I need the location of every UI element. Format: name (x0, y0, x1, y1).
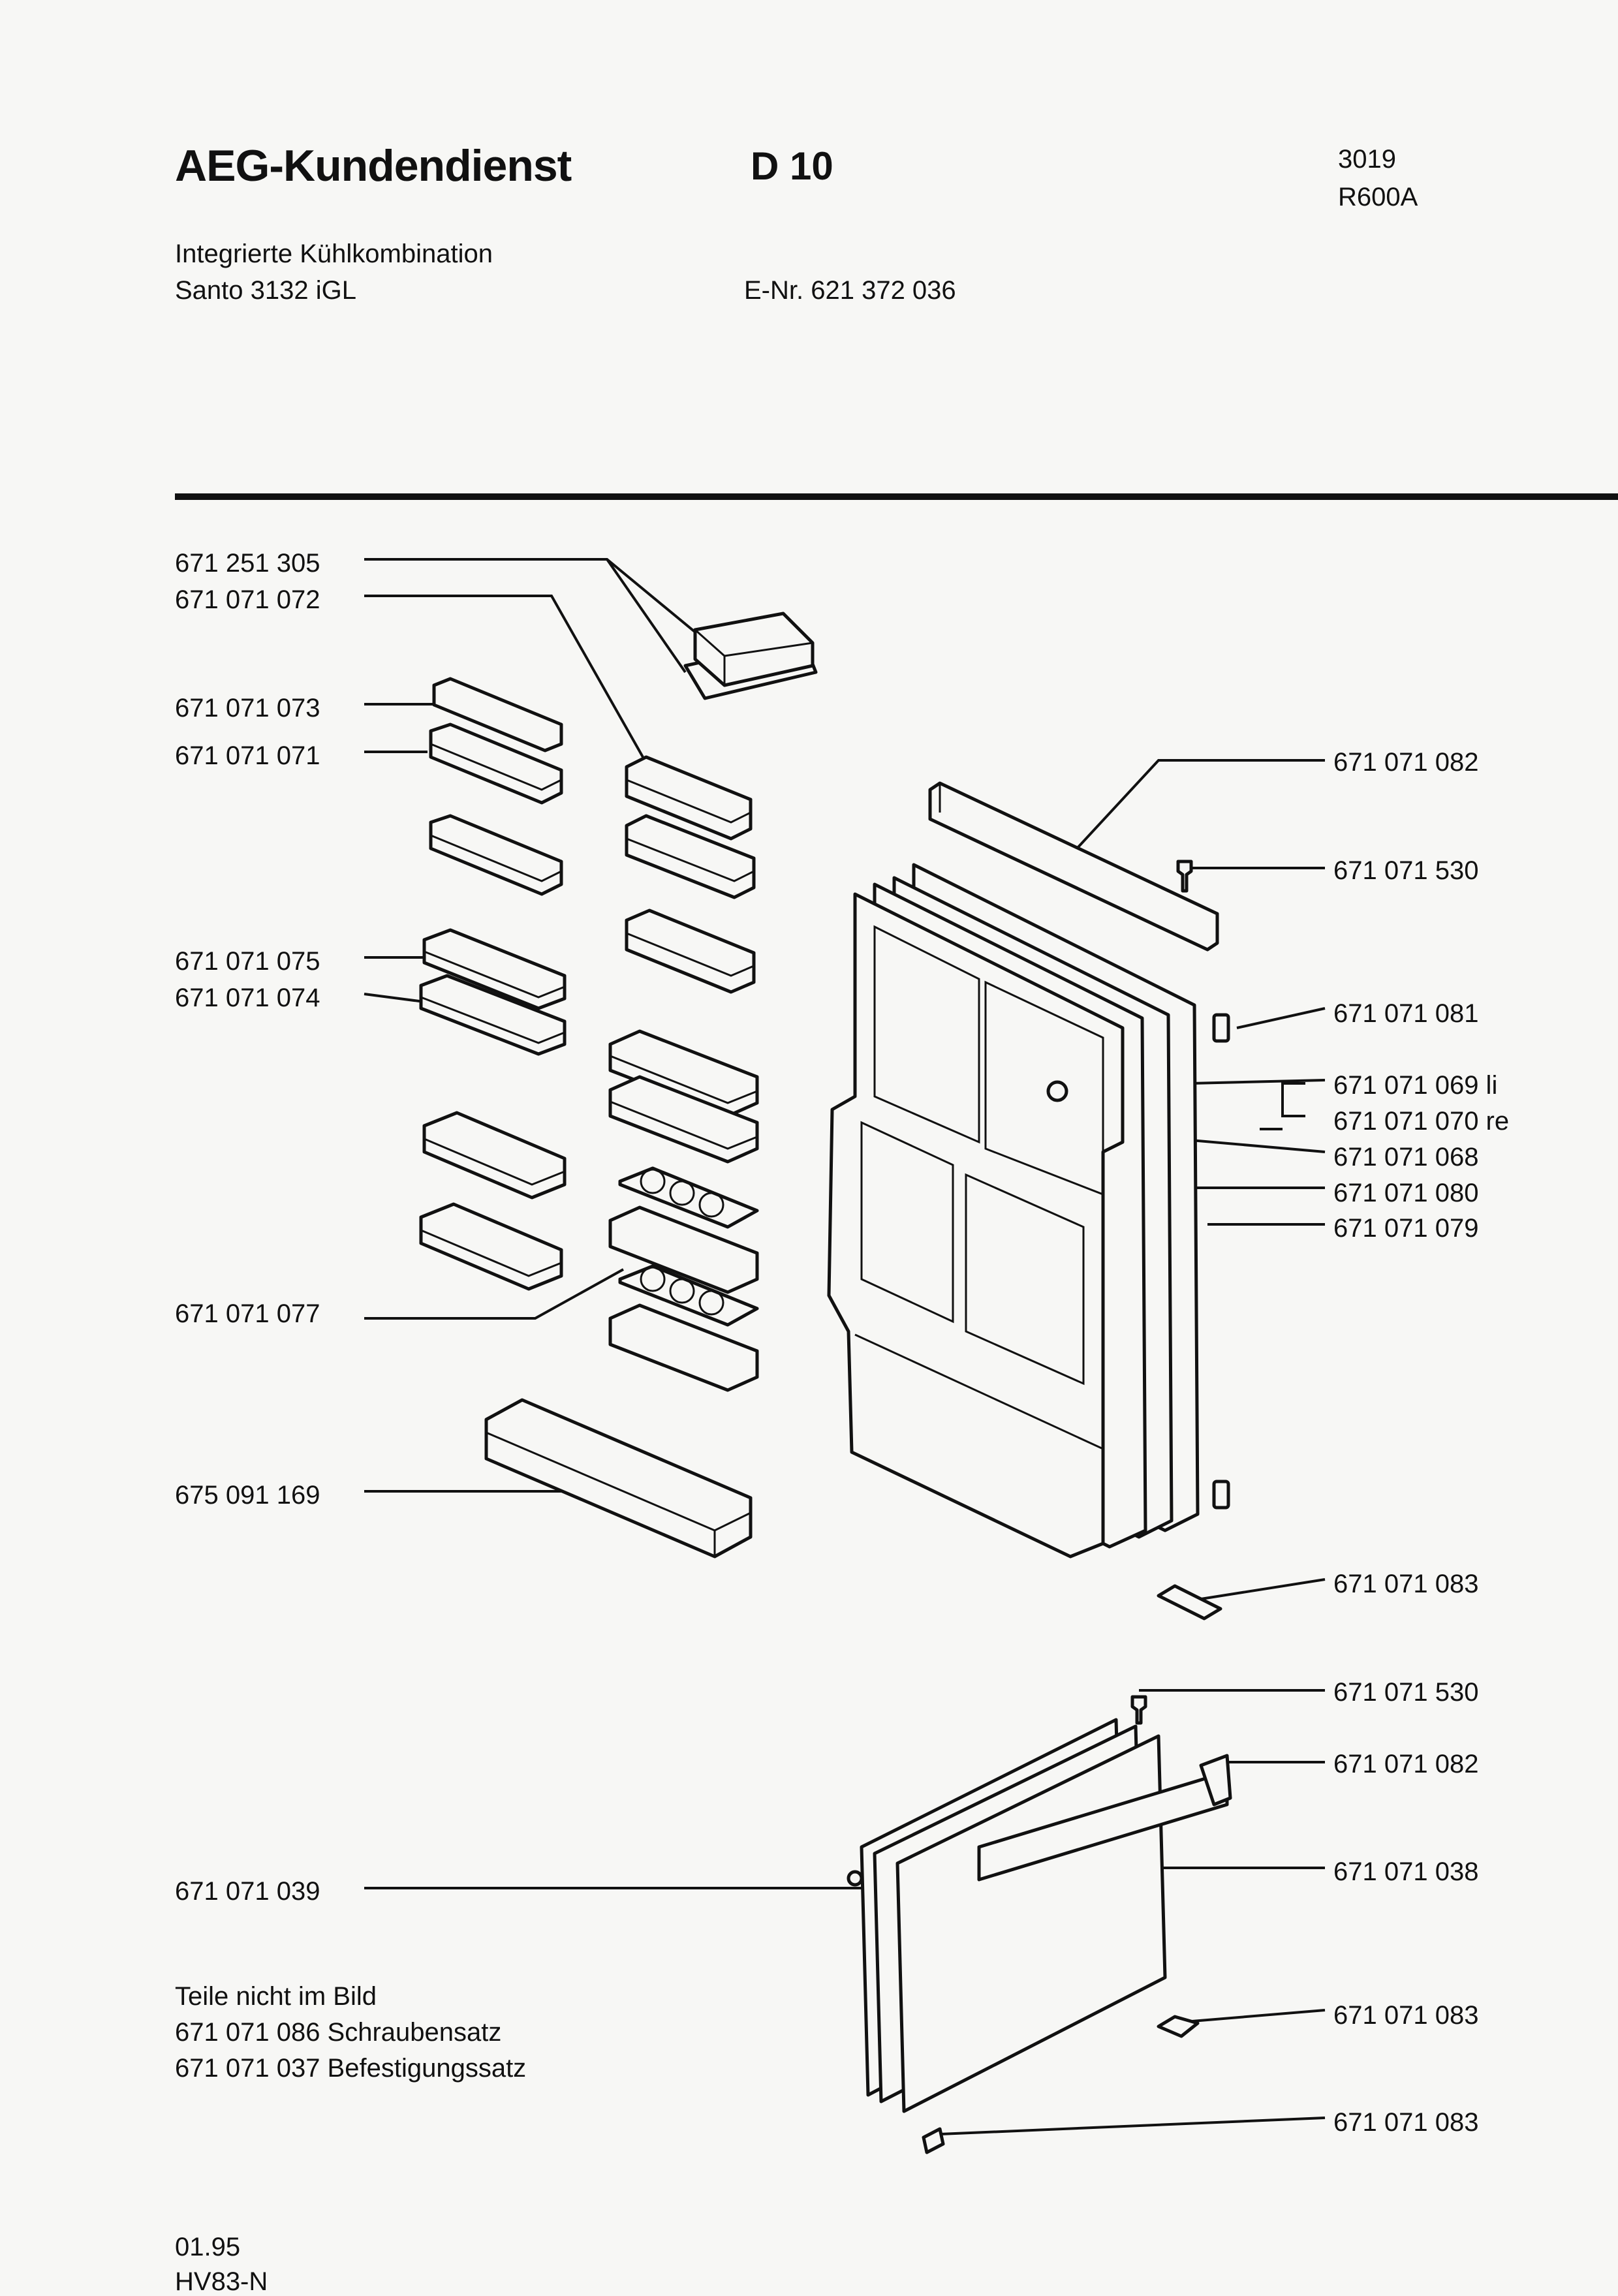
not-shown-item-1: 671 071 086 Schraubensatz (175, 2018, 502, 2047)
label-671-071-039: 671 071 039 (175, 1877, 320, 1906)
label-671-071-082-bottom: 671 071 082 (1333, 1750, 1479, 1778)
label-671-071-082-top: 671 071 082 (1333, 748, 1479, 777)
label-671-071-079: 671 071 079 (1333, 1214, 1479, 1243)
door-shelves-middle-column (608, 755, 759, 1164)
label-671-071-075: 671 071 075 (175, 947, 320, 976)
label-671-071-083-b: 671 071 083 (1333, 2001, 1479, 2030)
label-671-071-530-top: 671 071 530 (1333, 856, 1479, 885)
enr-number: E-Nr. 621 372 036 (744, 276, 956, 305)
refrigerant: R600A (1338, 183, 1418, 211)
label-675-091-169: 675 091 169 (175, 1481, 320, 1510)
label-671-071-071: 671 071 071 (175, 741, 320, 770)
label-671-071-073: 671 071 073 (175, 694, 320, 722)
label-671-071-080: 671 071 080 (1333, 1179, 1479, 1207)
fridge-door-assembly (827, 863, 1230, 1559)
label-671-251-305: 671 251 305 (175, 549, 320, 578)
label-671-071-072: 671 071 072 (175, 585, 320, 614)
label-671-071-074: 671 071 074 (175, 984, 320, 1012)
label-671-071-530-bottom: 671 071 530 (1333, 1678, 1479, 1707)
not-shown-title: Teile nicht im Bild (175, 1982, 377, 2011)
product-line-1: Integrierte Kühlkombination (175, 240, 493, 268)
leader-lines-left (364, 558, 862, 1889)
product-line-2: Santo 3132 iGL (175, 276, 356, 305)
brand-title: AEG-Kundendienst (175, 141, 572, 191)
label-671-071-077: 671 071 077 (175, 1299, 320, 1328)
hinge-rail-top (928, 781, 1219, 952)
bottle-shelf (484, 1398, 753, 1559)
label-671-071-070-re: 671 071 070 re (1333, 1107, 1510, 1136)
footer-date: 01.95 (175, 2233, 241, 2261)
label-671-071-038: 671 071 038 (1333, 1857, 1479, 1886)
freezer-door-assembly (847, 1695, 1232, 2154)
butter-compartment (683, 612, 818, 700)
hinge-bracket-a (1157, 1584, 1222, 1621)
model-code: D 10 (751, 144, 833, 188)
label-671-071-069-li: 671 071 069 li (1333, 1071, 1498, 1100)
label-671-071-068: 671 071 068 (1333, 1143, 1479, 1171)
egg-trays (608, 1166, 759, 1392)
code-number: 3019 (1338, 145, 1396, 174)
label-671-071-083-a: 671 071 083 (1333, 1570, 1479, 1598)
label-671-071-081: 671 071 081 (1333, 999, 1479, 1028)
door-shelves-left-column (419, 677, 567, 1291)
not-shown-item-2: 671 071 037 Befestigungssatz (175, 2054, 527, 2083)
header-rule (175, 493, 1618, 500)
label-671-071-083-c: 671 071 083 (1333, 2108, 1479, 2137)
